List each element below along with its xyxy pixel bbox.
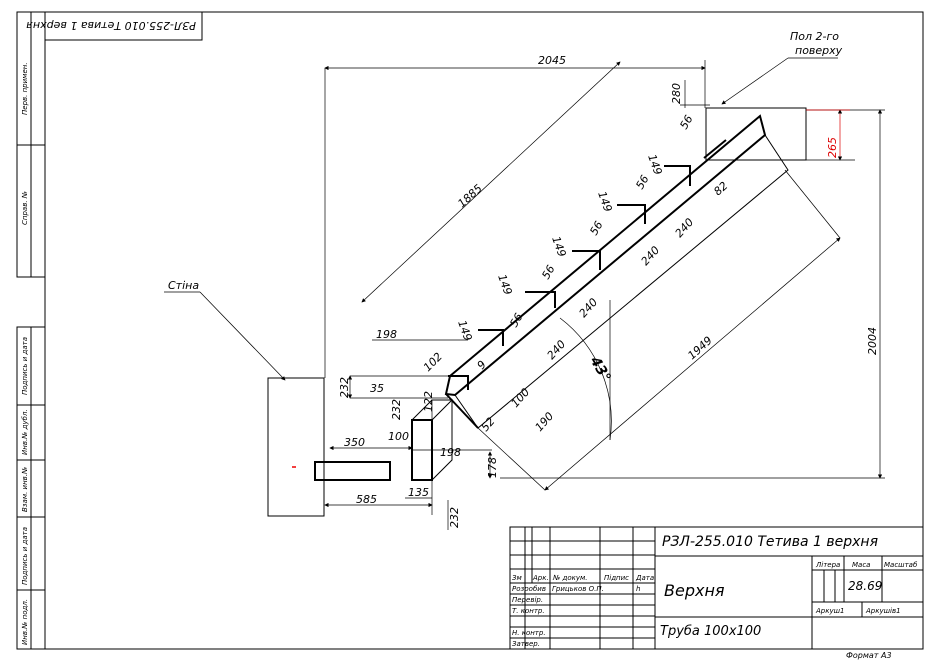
- col-zm: Зм: [512, 574, 522, 582]
- dimension-lines: [324, 60, 885, 530]
- material: Труба 100х100: [660, 624, 761, 639]
- dim-56-e: 56: [507, 311, 525, 330]
- dim-190: 190: [533, 410, 557, 434]
- dim-122: 122: [422, 391, 435, 412]
- side-label-6: Подпись и дата: [21, 527, 29, 585]
- dim-35: 35: [370, 382, 384, 395]
- row-norm-control: Н. контр.: [512, 629, 546, 637]
- litera-label: Літера: [815, 561, 840, 569]
- dim-2004: 2004: [866, 327, 879, 355]
- dim-240-b: 240: [639, 244, 663, 268]
- scale-label: Масштаб: [884, 561, 918, 569]
- part-name: Верхня: [664, 581, 725, 600]
- dim-56-b: 56: [633, 173, 651, 192]
- dim-240-c: 240: [577, 296, 601, 320]
- row-checked: Перевір.: [512, 596, 543, 604]
- dim-198-a: 198: [376, 328, 397, 341]
- floor-block: [705, 107, 807, 161]
- row-developer: Розробив: [512, 585, 546, 593]
- dimension-texts: 2045 280 265 2004 1885 1949 82 43° 149 1…: [338, 54, 879, 528]
- mass-value: 28.69: [848, 579, 882, 593]
- leaders: [164, 57, 838, 381]
- side-label-7: Инв.№ подл.: [21, 599, 29, 645]
- dim-232-a: 232: [338, 377, 351, 398]
- angle-label: 43°: [586, 353, 614, 385]
- sheet: Аркуш1: [815, 607, 844, 615]
- dim-56-c: 56: [587, 219, 605, 238]
- wall-label: Стіна: [168, 279, 199, 292]
- dim-280: 280: [670, 83, 683, 104]
- dim-232-c: 232: [448, 507, 461, 528]
- stringer: [444, 114, 789, 429]
- sheets: Аркушів1: [865, 607, 901, 615]
- dim-265: 265: [826, 137, 839, 158]
- dim-585: 585: [356, 493, 377, 506]
- dim-102: 102: [421, 350, 445, 374]
- developer-name: Грицьков О.П.: [552, 585, 604, 593]
- side-label-4: Инв.№ дубл.: [21, 409, 29, 455]
- format-label: Формат А3: [846, 651, 892, 660]
- top-stamp-text: РЗЛ-255.010 Тетива 1 верхня: [26, 19, 196, 32]
- side-label-1: Перв. примен.: [21, 62, 29, 115]
- col-ark: Арк.: [532, 574, 549, 582]
- floor-label-line2: поверху: [795, 44, 843, 57]
- side-stamp: Перв. примен. Справ. № Подпись и дата Ин…: [16, 11, 46, 650]
- floor-label-line1: Пол 2-го: [790, 30, 839, 43]
- col-date: Дата: [635, 574, 654, 582]
- date-mark: h: [636, 585, 640, 593]
- dim-56-a: 56: [677, 113, 695, 132]
- dim-232-b: 232: [390, 399, 403, 420]
- dim-149-d: 149: [495, 273, 514, 297]
- mass-label: Маса: [852, 561, 870, 569]
- side-label-3: Подпись и дата: [21, 337, 29, 395]
- dim-198-b: 198: [440, 446, 461, 459]
- top-stamp: РЗЛ-255.010 Тетива 1 верхня: [26, 11, 203, 41]
- dim-56-d: 56: [539, 263, 557, 282]
- designation: РЗЛ-255.010 Тетива 1 верхня: [662, 534, 878, 550]
- dim-82: 82: [711, 179, 730, 198]
- dim-135: 135: [408, 486, 429, 499]
- dim-149-c: 149: [549, 235, 568, 259]
- dim-100-a: 100: [509, 386, 533, 410]
- col-sign: Підпис: [604, 574, 629, 582]
- wall-block: [267, 377, 325, 517]
- row-tech-control: Т. контр.: [512, 607, 545, 615]
- dim-100-b: 100: [388, 430, 409, 443]
- dim-1885: 1885: [455, 182, 485, 210]
- dim-149-b: 149: [595, 190, 614, 214]
- dim-2045: 2045: [538, 54, 566, 67]
- row-approved: Затвер.: [512, 640, 540, 648]
- col-doc: № докум.: [552, 574, 588, 582]
- dim-240-d: 240: [545, 338, 569, 362]
- side-label-2: Справ. №: [21, 191, 29, 225]
- dim-240-a: 240: [673, 216, 697, 240]
- dim-149-e: 149: [455, 319, 474, 343]
- dim-350: 350: [344, 436, 365, 449]
- title-block: Зм Арк. № докум. Підпис Дата Розробив Гр…: [509, 526, 924, 650]
- dim-149-a: 149: [645, 153, 664, 177]
- dim-178: 178: [486, 457, 499, 478]
- dim-9: 9: [475, 358, 489, 372]
- side-label-5: Взам. инв.№: [21, 467, 29, 512]
